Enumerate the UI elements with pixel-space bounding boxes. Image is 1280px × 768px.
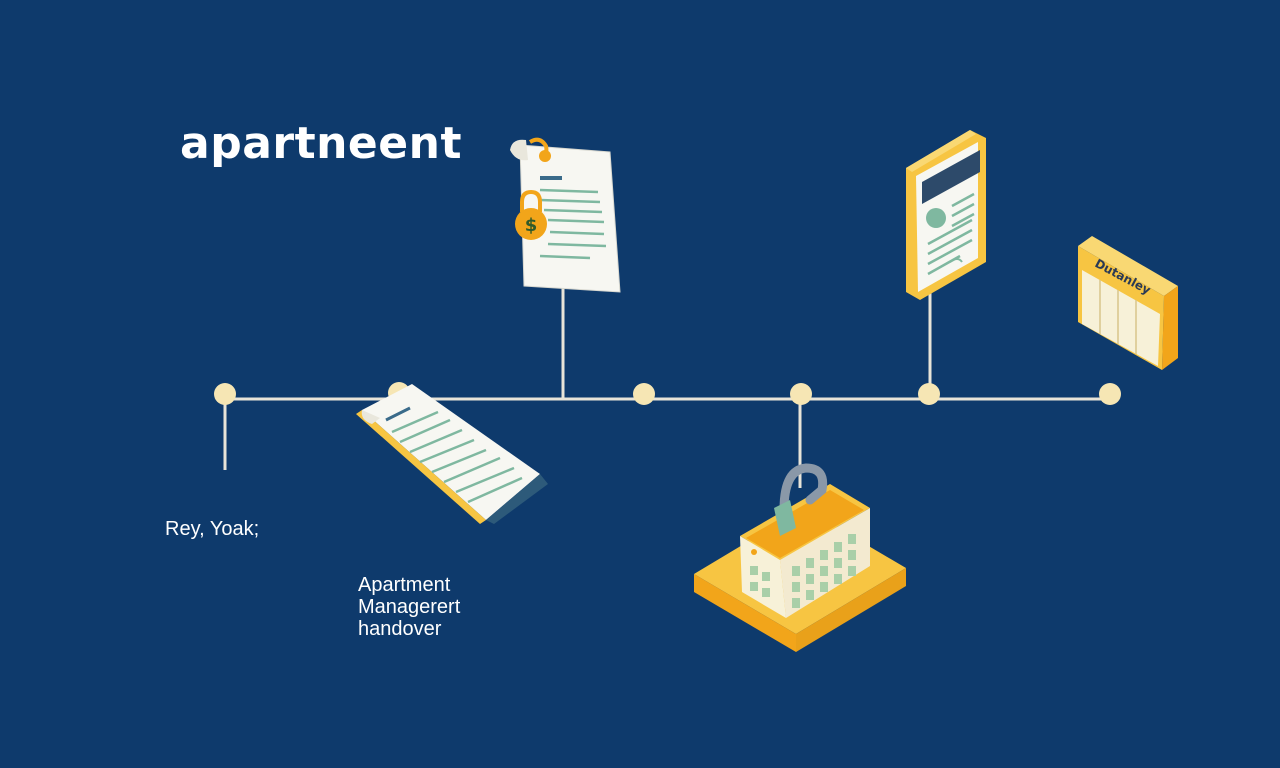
timeline-node	[918, 383, 940, 405]
tablet-icon	[906, 130, 986, 300]
svg-text:$: $	[525, 215, 538, 236]
timeline-node	[633, 383, 655, 405]
handover-label: Apartment Managerert handover	[358, 574, 460, 640]
timeline-nodes	[214, 382, 1121, 405]
handover-label-line: Apartment	[358, 574, 451, 596]
key-icon	[774, 463, 828, 536]
calendar-icon: Dutanley	[1078, 236, 1178, 370]
handover-label-line: Managerert	[358, 596, 461, 618]
timeline-node	[1099, 383, 1121, 405]
handover-label-line: handover	[358, 618, 442, 640]
timeline-node	[214, 383, 236, 405]
dollar-lock-icon: $	[515, 189, 547, 240]
contract-icon	[510, 137, 621, 293]
diagram-title: apartneent	[180, 118, 462, 169]
start-label: Rey, Yoak;	[165, 518, 260, 540]
timeline-node	[790, 383, 812, 405]
document-icon	[356, 384, 548, 524]
building-icon	[694, 484, 906, 652]
